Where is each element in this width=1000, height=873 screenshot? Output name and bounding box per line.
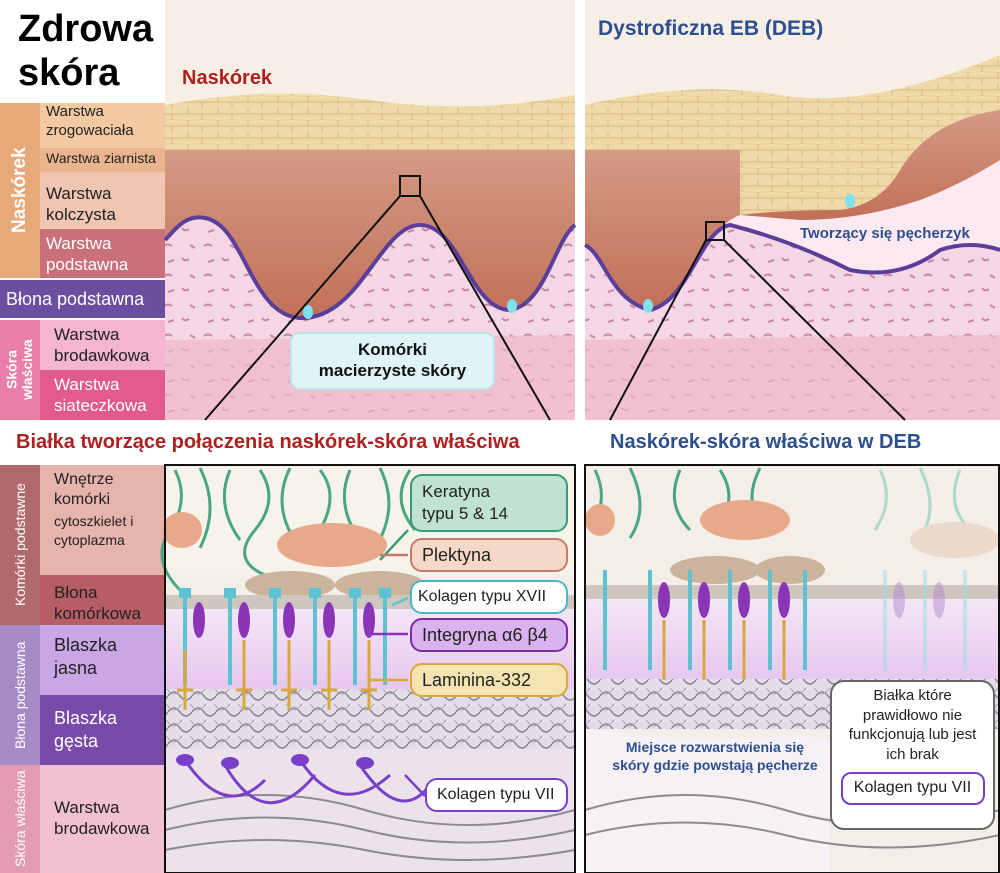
legend-warstwa-brodawkowa-top: Warstwa brodawkowa [54,325,150,366]
callout-keratyna-line2: typu 5 & 14 [422,504,509,524]
deb-split-note: Miejsce rozwarstwienia się skóry gdzie p… [590,738,840,774]
legend-blona-podstawna-group: Błona podstawna [12,641,28,749]
legend-blona-bar [0,280,165,318]
legend-wnetrze-text: Wnętrze komórki [54,471,114,508]
deb-title: Dystroficzna EB (DEB) [598,17,824,40]
callout-kolagen-xvii: Kolagen typu XVII [410,580,568,614]
legend-blaszka-gesta: Blaszka gęsta [54,708,118,751]
callout-laminina: Laminina-332 [410,663,568,697]
legend-warstwa-ziarnista: Warstwa ziarnista [46,150,156,166]
callout-integryna: Integryna α6 β4 [410,618,568,652]
left-title-line1: Zdrowa [18,8,154,50]
left-title-line2: skóra [18,51,120,94]
deb-missing-line3: funkcjonują lub jest [848,726,977,743]
legend-wnetrze-komorki: Wnętrze komórki cytoszkielet i cytoplazm… [48,468,165,573]
deb-missing-protein: Kolagen typu VII [840,772,985,805]
legend-warstwa-zrogowaciala: Warstwa zrogowaciała [46,103,134,139]
callout-keratyna: Keratyna typu 5 & 14 [410,474,568,532]
deb-missing-line1: Białka które [873,687,952,704]
deb-split-line2: skóry gdzie powstają pęcherze [612,757,818,774]
legend-warstwa-kolczysta: Warstwa kolczysta [46,184,116,225]
legend-komorki-podstawne: Komórki podstawne [12,483,28,607]
naskorek-heading: Naskórek [182,67,273,89]
legend-warstwa-siateczkowa: Warstwa siateczkowa [54,375,147,416]
legend-warstwa-brodawkowa-bottom: Warstwa brodawkowa [54,798,150,839]
deb-missing-line4: ich brak [886,745,939,763]
legend-naskorek-bar [0,103,40,278]
legend-naskorek-group: Naskórek [9,147,30,234]
stem-cells-line1: Komórki [358,340,427,359]
healthy-junction-title: Białka tworzące połączenia naskórek-skór… [16,431,520,453]
stem-cells-callout: Komórki macierzyste skóry [290,332,495,390]
deb-split-line1: Miejsce rozwarstwienia się [625,739,805,755]
legend-blaszka-jasna: Blaszka jasna [54,635,118,678]
legend-cytoszkielet-text: cytoszkielet i cytoplazma [54,513,134,548]
legend-skora-wlasciwa-bottom: Skóra właściwa [12,770,28,868]
deb-missing-box: Białka które prawidłowo nie funkcjonują … [830,680,995,830]
left-title: Zdrowa skóra [18,8,153,95]
callout-plektyna: Plektyna [410,538,568,572]
legend-warstwa-podstawna: Warstwa podstawna [46,234,129,275]
deb-skin-panel [583,0,1000,421]
deb-junction-title: Naskórek-skóra właściwa w DEB [610,431,922,453]
legend-blona-podstawna: Błona podstawna [6,289,145,309]
legend-blona-komorkowa: Błona komórkowa [54,583,141,624]
stem-cells-line2: macierzyste skóry [318,361,467,381]
forming-blister-label: Tworzący się pęcherzyk [800,225,970,242]
legend-skora-wlasciwa-top: Skóra właściwa [3,339,35,401]
deb-junction-panel [584,465,1000,873]
callout-kolagen-vii: Kolagen typu VII [425,778,568,812]
callout-keratyna-line1: Keratyna [422,482,491,501]
deb-missing-line2: prawidłowo nie [862,706,963,724]
